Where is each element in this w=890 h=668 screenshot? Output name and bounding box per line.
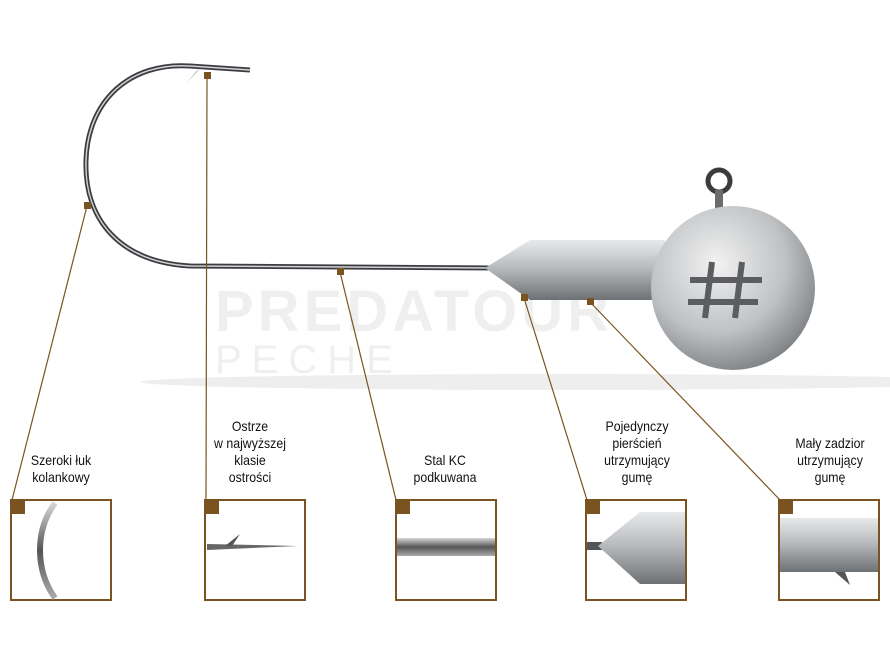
label-line: gumę (621, 469, 653, 485)
shadow (140, 374, 890, 390)
label-line: Mały zadzior (795, 435, 865, 451)
callout-label-shank: Stal KC podkuwana (388, 452, 502, 486)
logo-hash-icon (688, 261, 762, 319)
callout-label-barb: Mały zadzior utrzymujący gumę (773, 435, 887, 486)
callout-label-ring: Pojedynczy pierścień utrzymujący gumę (580, 418, 694, 486)
label-line: ostrości (228, 469, 272, 485)
detail-shank (395, 499, 497, 601)
jig-head (651, 206, 815, 370)
detail-bend (10, 499, 112, 601)
label-line: w najwyższej (214, 435, 286, 451)
label-line: klasie (234, 452, 266, 468)
detail-ring (585, 499, 687, 601)
cone-collar (485, 240, 665, 300)
callout-markers (84, 72, 594, 305)
leader-lines (11, 75, 781, 501)
label-line: Stal KC (424, 452, 466, 468)
label-line: utrzymujący (797, 452, 863, 468)
label-line: utrzymujący (604, 452, 670, 468)
barb (186, 68, 200, 84)
callout-label-bend: Szeroki łuk kolankowy (4, 452, 118, 486)
hook-wire (83, 63, 496, 271)
watermark-peche: PECHE (215, 338, 403, 382)
detail-boxes (10, 499, 880, 601)
label-line: Szeroki łuk (30, 452, 92, 468)
eye-ring (705, 167, 733, 195)
detail-point (204, 499, 306, 601)
label-line: pierścień (612, 435, 662, 451)
detail-barb (778, 499, 880, 601)
label-line: kolankowy (32, 469, 90, 485)
label-line: Pojedynczy (605, 418, 669, 434)
label-line: gumę (814, 469, 846, 485)
callout-label-point: Ostrze w najwyższej klasie ostrości (193, 418, 307, 486)
label-line: podkuwana (413, 469, 477, 485)
label-line: Ostrze (231, 418, 269, 434)
